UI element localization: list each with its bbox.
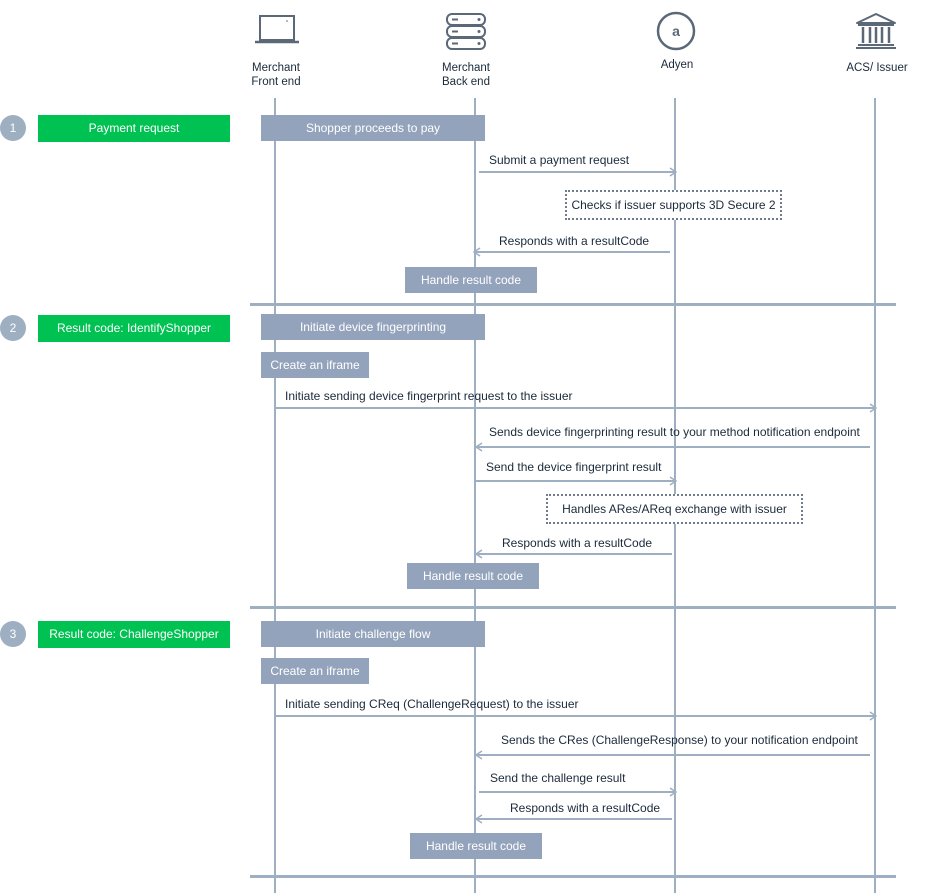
- actor-acs-issuer: ACS/ Issuer: [846, 62, 908, 74]
- actor-adyen: Adyen: [660, 59, 694, 71]
- msg-responds-resultcode: Responds with a resultCode: [510, 801, 661, 815]
- msg-sends-cres: Sends the CRes (ChallengeResponse) to yo…: [501, 733, 858, 747]
- section-separator: [250, 606, 896, 609]
- step-3-label: Result code: ChallengeShopper: [38, 621, 230, 648]
- lifeline-merchant-frontend: [274, 98, 276, 893]
- laptop-icon: [255, 15, 299, 44]
- step-2-number: 2: [0, 315, 26, 341]
- msg-submit-payment: Submit a payment request: [489, 153, 630, 167]
- step-1-label: Payment request: [38, 115, 230, 142]
- section-separator: [250, 875, 896, 878]
- actor-merchant-frontend-line1: Merchant: [252, 62, 300, 74]
- step-3-number: 3: [0, 621, 26, 647]
- step-1-number: 1: [0, 115, 26, 141]
- step-2-label: Result code: IdentifyShopper: [38, 315, 230, 342]
- box-handle-result-code: Handle result code: [405, 267, 537, 293]
- section-separator: [250, 303, 896, 306]
- box-handle-result-code: Handle result code: [407, 563, 539, 589]
- server-icon: [446, 13, 486, 50]
- actor-merchant-frontend-line2: Front end: [251, 76, 301, 88]
- box-create-iframe: Create an iframe: [261, 658, 369, 684]
- msg-send-challenge-result: Send the challenge result: [490, 771, 626, 785]
- msg-sends-fingerprint-result: Sends device fingerprinting result to yo…: [489, 425, 860, 439]
- box-create-iframe: Create an iframe: [261, 352, 369, 378]
- actor-merchant-backend-line2: Back end: [442, 76, 490, 88]
- actor-merchant-backend-line1: Merchant: [442, 62, 490, 74]
- note-checks-3ds2: Checks if issuer supports 3D Secure 2: [565, 190, 782, 220]
- box-shopper-proceeds: Shopper proceeds to pay: [261, 115, 485, 141]
- note-ares-areq: Handles ARes/AReq exchange with issuer: [546, 494, 803, 524]
- bank-icon: [856, 13, 896, 49]
- box-handle-result-code: Handle result code: [410, 833, 542, 859]
- lifeline-acs-issuer: [874, 98, 876, 893]
- msg-send-fingerprint-result: Send the device fingerprint result: [486, 460, 662, 474]
- msg-responds-resultcode: Responds with a resultCode: [502, 536, 653, 550]
- adyen-logo-icon: a: [656, 11, 696, 51]
- lifeline-merchant-backend: [474, 98, 476, 893]
- box-initiate-fingerprinting: Initiate device fingerprinting: [261, 314, 485, 340]
- msg-initiate-creq: Initiate sending CReq (ChallengeRequest)…: [285, 697, 579, 711]
- msg-initiate-fingerprint-request: Initiate sending device fingerprint requ…: [285, 389, 573, 403]
- box-initiate-challenge: Initiate challenge flow: [261, 621, 485, 647]
- adyen-logo-letter: a: [672, 23, 680, 39]
- msg-responds-resultcode: Responds with a resultCode: [499, 234, 650, 248]
